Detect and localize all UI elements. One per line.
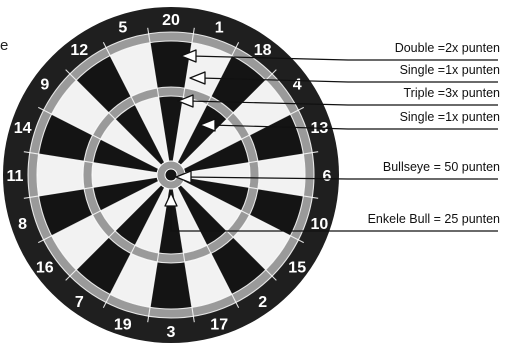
board-number: 9: [40, 76, 49, 93]
label-single-bull: Enkele Bull = 25 punten: [367, 212, 501, 226]
label-double: Double =2x punten: [394, 41, 501, 55]
label-triple: Triple =3x punten: [403, 86, 501, 100]
board-number: 18: [254, 42, 272, 59]
label-bullseye: Bullseye = 50 punten: [382, 160, 501, 174]
board-number: 3: [167, 324, 176, 341]
bullseye: [165, 169, 177, 181]
board-number: 2: [258, 294, 267, 311]
board-number: 8: [18, 216, 27, 233]
board-number: 1: [215, 20, 224, 37]
board-number: 12: [70, 42, 88, 59]
board-number: 7: [75, 294, 84, 311]
board-number: 20: [162, 12, 180, 29]
board-number: 17: [210, 316, 228, 333]
board-number: 14: [14, 120, 32, 137]
board-number: 4: [293, 76, 302, 93]
label-single-inner: Single =1x punten: [399, 110, 501, 124]
board-number: 6: [323, 168, 332, 185]
board-number: 19: [114, 316, 132, 333]
board-number: 15: [288, 260, 306, 277]
board-number: 16: [36, 260, 54, 277]
board-number: 11: [7, 168, 24, 185]
board-number: 5: [118, 20, 127, 37]
label-single-outer: Single =1x punten: [399, 63, 501, 77]
